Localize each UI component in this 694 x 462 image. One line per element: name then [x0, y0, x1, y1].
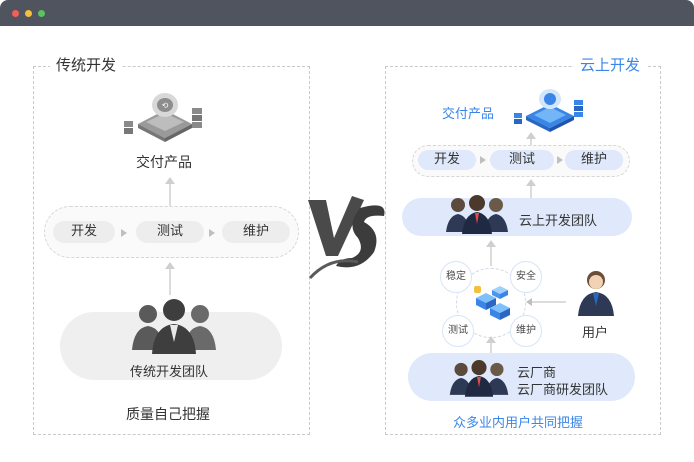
right-arrow-up-1: [526, 132, 536, 139]
vendor-team-people-icon: [449, 360, 509, 397]
left-step-maintain[interactable]: 维护: [222, 221, 290, 243]
left-connector-2: [169, 269, 171, 295]
traditional-dev-panel: [33, 66, 310, 435]
left-panel-title: 传统开发: [50, 54, 123, 75]
svg-text:⟲: ⟲: [162, 101, 169, 110]
left-step-develop[interactable]: 开发: [53, 221, 115, 243]
right-step-arrow-2: [557, 156, 563, 164]
user-connector: [532, 301, 566, 303]
right-connector-1: [530, 139, 532, 145]
left-arrow-up-2: [165, 262, 175, 269]
right-arrow-up-4: [486, 336, 496, 343]
window-title-bar: [0, 0, 694, 26]
user-label: 用户: [582, 326, 609, 341]
maximize-dot[interactable]: [38, 10, 45, 17]
right-step-test[interactable]: 测试: [490, 150, 554, 170]
left-connector-1: [169, 184, 171, 206]
left-team-people-icon: [132, 299, 216, 354]
left-product-label: 交付产品: [136, 155, 192, 171]
vendor-team-label: 云厂商研发团队: [517, 383, 609, 398]
right-step-arrow-1: [480, 156, 486, 164]
vs-brush-graphic: VS: [308, 196, 385, 280]
left-footer-label: 质量自己把握: [126, 407, 210, 423]
minimize-dot[interactable]: [25, 10, 32, 17]
cloud-dev-panel: [385, 66, 661, 435]
left-team-label: 传统开发团队: [130, 365, 209, 380]
product-server-icon: ⟲: [124, 93, 202, 142]
badge-test: 测试: [442, 315, 474, 347]
badge-stable: 稳定: [440, 261, 472, 293]
left-step-test[interactable]: 测试: [136, 221, 204, 243]
right-panel-title: 云上开发: [574, 54, 647, 75]
right-connector-2: [530, 186, 532, 198]
left-arrow-up-1: [165, 177, 175, 184]
right-team-pill: [402, 198, 632, 236]
right-arrow-up-2: [526, 179, 536, 186]
right-product-label: 交付产品: [442, 107, 495, 122]
right-arrow-up-3: [486, 240, 496, 247]
right-team-people-icon: [446, 195, 508, 234]
right-step-develop[interactable]: 开发: [418, 150, 476, 170]
right-step-maintain[interactable]: 维护: [565, 150, 623, 170]
right-connector-4: [490, 339, 492, 353]
cloud-product-server-icon: [514, 89, 583, 132]
right-team-label: 云上开发团队: [519, 214, 598, 229]
badge-security: 安全: [510, 261, 542, 293]
right-connector-3: [490, 244, 492, 266]
vendor-team-pill: [408, 353, 635, 401]
right-footer-label: 众多业内用户共同把握: [453, 416, 584, 431]
vendor-label: 云厂商: [517, 366, 557, 381]
left-step-arrow-2: [209, 229, 215, 237]
cloud-core-blocks-icon: [474, 286, 510, 320]
user-to-cloud-arrow: [526, 298, 532, 306]
user-person-icon: [578, 271, 614, 316]
close-dot[interactable]: [12, 10, 19, 17]
left-step-arrow-1: [121, 229, 127, 237]
badge-maintain: 维护: [510, 315, 542, 347]
